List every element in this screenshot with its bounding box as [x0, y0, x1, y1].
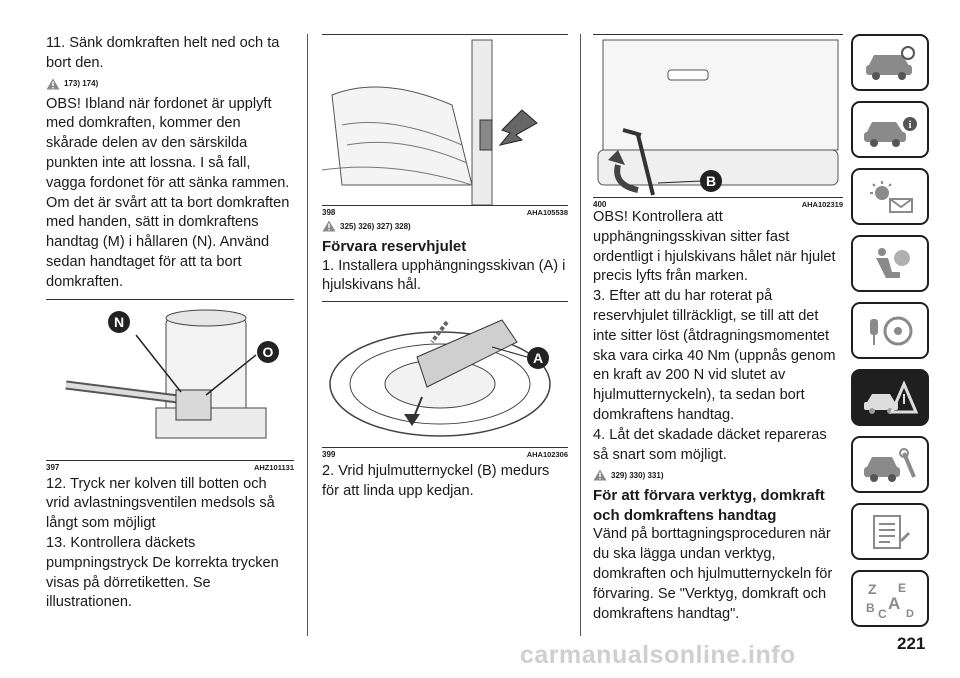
- tab-warning-lights[interactable]: [851, 168, 929, 225]
- obs-note: OBS! Kontrollera att upphängningsskivan …: [593, 209, 836, 285]
- svg-text:D: D: [906, 608, 914, 619]
- chapter-sidebar: i Z E B A C D: [851, 34, 929, 637]
- section-heading: För att förvara verktyg, domkraft och do…: [593, 487, 825, 524]
- tab-key-steering[interactable]: [851, 302, 929, 359]
- warning-reference: 325) 326) 327) 328): [322, 218, 568, 234]
- callout-n: [108, 310, 130, 333]
- warning-triangle-icon: [322, 220, 336, 232]
- svg-text:i: i: [909, 120, 912, 131]
- svg-text:A: A: [888, 594, 900, 613]
- figure-caption: 400 AHA102319: [593, 198, 843, 212]
- figure-number: 398: [322, 208, 336, 217]
- svg-text:Z: Z: [868, 581, 877, 597]
- svg-text:E: E: [898, 581, 906, 595]
- store-tools-paragraph: Vänd på borttagningsproceduren när du sk…: [593, 526, 833, 622]
- figure-code: AHZ101131: [253, 462, 294, 472]
- column-middle: 398 AHA105538 325) 326) 327) 328) Förvar…: [322, 0, 568, 502]
- figure-398: [322, 34, 568, 206]
- figure-code: AHA102319: [801, 200, 843, 209]
- car-dashboard-icon: [866, 45, 915, 80]
- tab-specifications[interactable]: [851, 503, 929, 560]
- figure-code: AHA105538: [526, 208, 568, 217]
- step-13: 13. Kontrollera däckets pumpningstryck D…: [46, 534, 279, 611]
- svg-text:C: C: [878, 607, 887, 619]
- column-left: 11. Sänk domkraften helt ned och ta bort…: [46, 0, 294, 613]
- obs-note: OBS! Ibland när fordonet är upplyft med …: [46, 95, 290, 191]
- key-steering-icon: [870, 316, 913, 345]
- jack-handle-illustration: N O: [65, 309, 279, 439]
- figure-number: 397: [46, 462, 60, 472]
- step-4: 4. Låt det skadade däcket repareras så s…: [593, 426, 827, 463]
- step-11: 11. Sänk domkraften helt ned och ta bort…: [46, 35, 280, 71]
- figure-397: N O: [46, 299, 294, 461]
- svg-text:B: B: [706, 173, 716, 189]
- warning-ref-text: 173) 174): [64, 79, 99, 89]
- spare-wheel-illustration: A: [329, 319, 551, 437]
- remove-jack-paragraph: Om det är svårt att ta bort domkraften m…: [46, 194, 290, 290]
- tab-airbag-seat[interactable]: [851, 235, 929, 292]
- seat-illustration: [322, 39, 538, 205]
- section-heading: Förvara reservhjulet: [322, 238, 467, 255]
- warning-ref-text: 325) 326) 327) 328): [340, 221, 411, 231]
- tab-alphabetical-index[interactable]: Z E B A C D: [851, 570, 929, 627]
- figure-caption: 399 AHA102306: [322, 448, 568, 462]
- car-info-icon: i: [864, 116, 917, 147]
- figure-399: A: [322, 302, 568, 449]
- step-3: 3. Efter att du har roterat på reservhju…: [593, 288, 836, 423]
- car-service-icon: [864, 447, 916, 482]
- page-number: 221: [897, 634, 926, 653]
- tab-car-service[interactable]: [851, 436, 929, 493]
- callout-b: [700, 170, 722, 192]
- warning-reference: 173) 174): [46, 76, 294, 92]
- callout-o: [257, 340, 279, 363]
- airbag-seat-icon: [876, 247, 910, 278]
- tab-emergency[interactable]: [851, 369, 929, 426]
- spec-list-icon: [873, 514, 910, 549]
- emergency-car-icon: [864, 379, 918, 414]
- tab-car-info[interactable]: i: [851, 101, 929, 158]
- figure-number: 400: [593, 200, 607, 209]
- alphabet-index-icon: Z E B A C D: [866, 581, 914, 619]
- figure-caption: 397 AHZ101131: [46, 461, 294, 475]
- figure-number: 399: [322, 450, 336, 460]
- warning-triangle-icon: [593, 469, 607, 481]
- warning-lights-icon: [870, 180, 913, 213]
- svg-text:B: B: [866, 601, 875, 615]
- warning-ref-text: 329) 330) 331): [611, 470, 664, 480]
- svg-text:O: O: [263, 344, 274, 360]
- figure-400: B: [593, 34, 843, 198]
- warning-triangle-icon: [46, 78, 60, 90]
- svg-text:A: A: [533, 350, 543, 366]
- step-2: 2. Vrid hjulmutternyckel (B) medurs för …: [322, 463, 550, 499]
- figure-code: AHA102306: [526, 450, 568, 460]
- svg-text:N: N: [114, 314, 124, 330]
- figure-caption: 398 AHA105538: [322, 206, 568, 220]
- column-right: B 400 AHA102319 OBS! Kontrollera att upp…: [593, 0, 843, 624]
- callout-a: [527, 347, 549, 370]
- tab-car-dashboard[interactable]: [851, 34, 929, 91]
- tailgate-illustration: B: [597, 39, 839, 196]
- step-1: 1. Installera upphängningsskivan (A) i h…: [322, 257, 566, 294]
- watermark: carmanualsonline.info: [520, 641, 796, 669]
- warning-reference: 329) 330) 331): [593, 467, 843, 483]
- step-12: 12. Tryck ner kolven till botten och vri…: [46, 475, 275, 532]
